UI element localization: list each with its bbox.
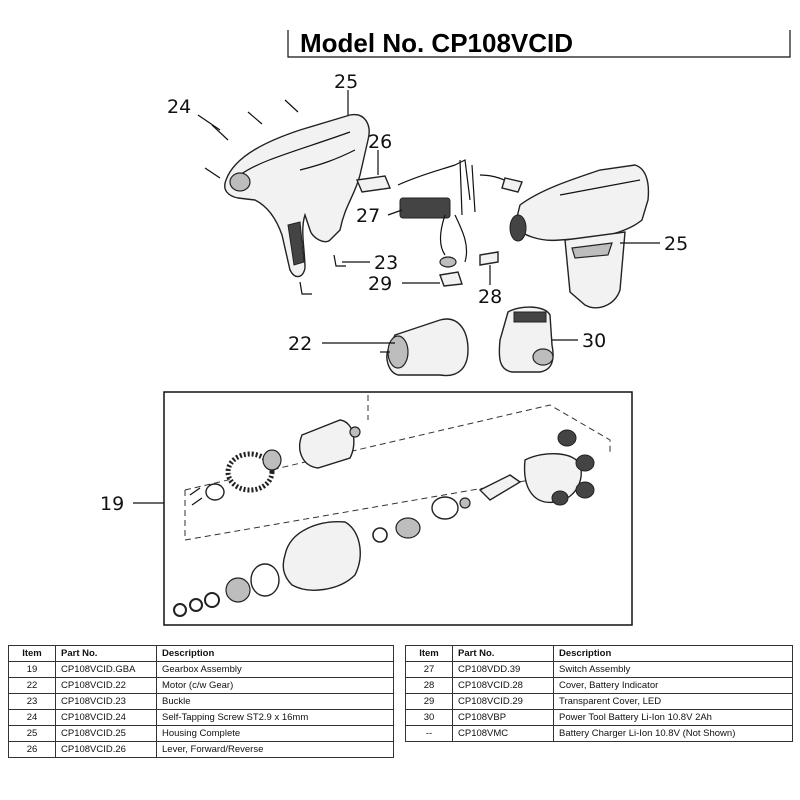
table-header-row: Item Part No. Description xyxy=(405,645,793,662)
item-cell: 23 xyxy=(8,693,56,710)
header-item: Item xyxy=(8,645,56,662)
part-no-cell: CP108VMC xyxy=(452,725,554,742)
item-cell: 29 xyxy=(405,693,453,710)
buckles xyxy=(299,254,346,295)
header-part-no: Part No. xyxy=(452,645,554,662)
switch-assembly xyxy=(397,159,523,268)
description-cell: Self-Tapping Screw ST2.9 x 16mm xyxy=(156,709,394,726)
item-cell: 22 xyxy=(8,677,56,694)
description-cell: Battery Charger Li-Ion 10.8V (Not Shown) xyxy=(553,725,793,742)
leader-lines xyxy=(133,90,660,504)
forward-reverse-lever xyxy=(356,175,391,193)
description-cell: Buckle xyxy=(156,693,394,710)
callout-25-housing: 25 xyxy=(334,71,358,93)
part-no-cell: CP108VCID.28 xyxy=(452,677,554,694)
header-item: Item xyxy=(405,645,453,662)
header-description: Description xyxy=(156,645,394,662)
table-header-row: Item Part No. Description xyxy=(8,645,394,662)
callout-27: 27 xyxy=(356,205,380,227)
item-cell: 26 xyxy=(8,741,56,758)
item-cell: -- xyxy=(405,725,453,742)
part-no-cell: CP108VCID.26 xyxy=(55,741,157,758)
item-cell: 30 xyxy=(405,709,453,726)
description-cell: Switch Assembly xyxy=(553,661,793,678)
callout-25-tool: 25 xyxy=(664,233,688,255)
part-no-cell: CP108VCID.25 xyxy=(55,725,157,742)
callout-30: 30 xyxy=(582,330,606,352)
battery-pack xyxy=(498,306,554,373)
item-cell: 25 xyxy=(8,725,56,742)
description-cell: Transparent Cover, LED xyxy=(553,693,793,710)
callout-26: 26 xyxy=(368,131,392,153)
header-description: Description xyxy=(553,645,793,662)
self-tapping-screws xyxy=(204,99,299,179)
motor xyxy=(380,318,469,377)
description-cell: Cover, Battery Indicator xyxy=(553,677,793,694)
item-cell: 24 xyxy=(8,709,56,726)
callout-28: 28 xyxy=(478,286,502,308)
description-cell: Gearbox Assembly xyxy=(156,661,394,678)
callout-24: 24 xyxy=(167,96,191,118)
callout-29: 29 xyxy=(368,273,392,295)
callout-23: 23 xyxy=(374,252,398,274)
callout-22: 22 xyxy=(288,333,312,355)
part-no-cell: CP108VCID.22 xyxy=(55,677,157,694)
part-no-cell: CP108VDD.39 xyxy=(452,661,554,678)
callout-19: 19 xyxy=(100,493,124,515)
part-no-cell: CP108VBP xyxy=(452,709,554,726)
housing-half-left xyxy=(224,113,370,278)
item-cell: 28 xyxy=(405,677,453,694)
assembled-impact-driver xyxy=(509,164,650,309)
part-no-cell: CP108VCID.29 xyxy=(452,693,554,710)
battery-indicator-cover xyxy=(479,251,499,266)
description-cell: Motor (c/w Gear) xyxy=(156,677,394,694)
part-no-cell: CP108VCID.23 xyxy=(55,693,157,710)
exploded-parts-diagram: Model No. CP108VCID xyxy=(100,28,791,626)
gearbox-components xyxy=(173,395,611,617)
part-no-cell: CP108VCID.GBA xyxy=(55,661,157,678)
part-no-cell: CP108VCID.24 xyxy=(55,709,157,726)
transparent-led-cover xyxy=(439,271,463,287)
item-cell: 19 xyxy=(8,661,56,678)
header-part-no: Part No. xyxy=(55,645,157,662)
model-title-box: Model No. CP108VCID xyxy=(287,28,791,58)
description-cell: Power Tool Battery Li-Ion 10.8V 2Ah xyxy=(553,709,793,726)
description-cell: Lever, Forward/Reverse xyxy=(156,741,394,758)
description-cell: Housing Complete xyxy=(156,725,394,742)
model-title: Model No. CP108VCID xyxy=(300,28,573,58)
item-cell: 27 xyxy=(405,661,453,678)
gearbox-assembly-frame xyxy=(163,391,633,626)
